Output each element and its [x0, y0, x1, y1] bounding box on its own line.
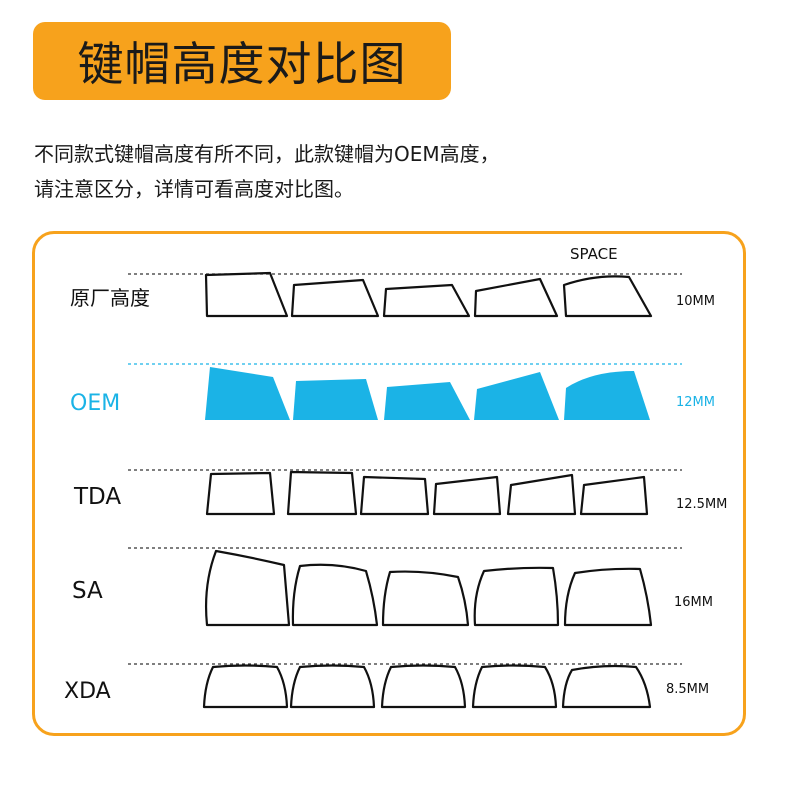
- keycap-oem-1: [205, 367, 290, 420]
- keycap-sa-4: [473, 566, 560, 627]
- row-sa: SA 16MM: [72, 547, 713, 627]
- row-xda: XDA 8.5MM: [64, 663, 709, 709]
- keycap-tda-2: [286, 470, 358, 516]
- keycap-original-3: [382, 283, 471, 318]
- row-oem: OEM 12MM: [70, 363, 715, 420]
- height-value-xda: 8.5MM: [666, 682, 709, 697]
- row-label-xda: XDA: [64, 679, 111, 704]
- keycap-oem-2: [293, 379, 378, 420]
- row-original: 原厂高度 10MM: [70, 271, 715, 318]
- keycap-original-4: [473, 277, 559, 318]
- keycap-xda-5: [561, 664, 652, 709]
- space-label: SPACE: [570, 245, 618, 263]
- keycap-xda-1: [202, 664, 289, 709]
- row-label-sa: SA: [72, 578, 103, 604]
- keycap-oem-5: [564, 371, 650, 420]
- description-line-2: 请注意区分，详情可看高度对比图。: [34, 177, 354, 201]
- keycap-tda-4: [432, 475, 502, 516]
- row-tda: TDA 12.5MM: [73, 469, 727, 516]
- height-value-tda: 12.5MM: [676, 497, 727, 512]
- keycap-tda-6: [579, 475, 649, 516]
- page-title: 键帽高度对比图: [77, 37, 407, 91]
- keycap-sa-3: [381, 570, 470, 627]
- keycap-sa-1: [204, 549, 291, 627]
- keycap-xda-3: [380, 664, 467, 709]
- height-value-oem: 12MM: [676, 395, 715, 410]
- height-value-original: 10MM: [676, 294, 715, 309]
- keycap-xda-2: [289, 664, 376, 709]
- row-label-oem: OEM: [70, 391, 120, 416]
- keycap-oem-4: [474, 372, 559, 420]
- description-line-1: 不同款式键帽高度有所不同，此款键帽为OEM高度，: [34, 142, 500, 166]
- row-label-original: 原厂高度: [70, 286, 150, 310]
- keycap-original-5: [562, 275, 653, 318]
- keycap-tda-5: [506, 473, 577, 516]
- keycap-tda-1: [205, 471, 276, 516]
- keycap-original-2: [290, 278, 380, 318]
- keycap-oem-3: [384, 382, 470, 420]
- keycap-xda-4: [471, 664, 558, 709]
- keycap-sa-2: [291, 563, 379, 627]
- keycap-original-1: [204, 271, 289, 318]
- comparison-frame: [32, 231, 746, 736]
- row-label-tda: TDA: [73, 484, 121, 510]
- title-badge: 键帽高度对比图: [33, 22, 451, 100]
- height-value-sa: 16MM: [674, 595, 713, 610]
- keycap-tda-3: [359, 475, 430, 516]
- keycap-sa-5: [563, 567, 653, 627]
